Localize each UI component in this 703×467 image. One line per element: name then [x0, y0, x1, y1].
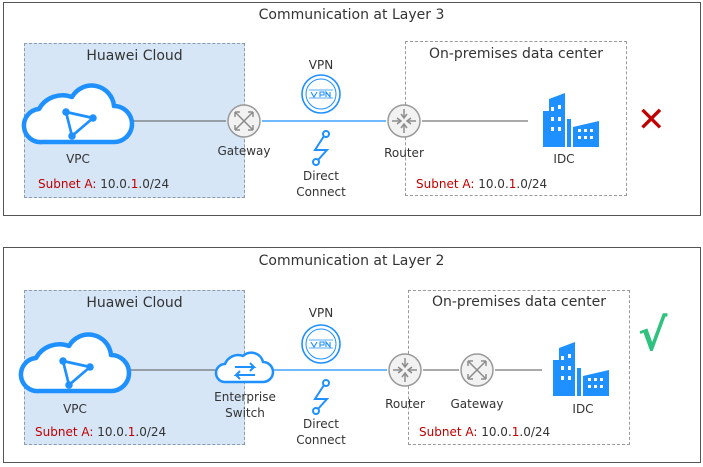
layer2-dc-label: On-premises data center	[431, 294, 607, 310]
layer2-vpc-label: VPC	[63, 402, 87, 416]
layer3-vpn-label: VPN	[308, 58, 334, 72]
layer3-connect-label: Connect	[296, 185, 346, 199]
layer2-idc-label: IDC	[572, 402, 594, 416]
layer3-dc-label: On-premises data center	[428, 46, 604, 62]
layer3-cloud-label: Huawei Cloud	[86, 48, 183, 64]
layer2-dc-zone	[408, 290, 630, 445]
layer3-subnet-right: Subnet A: 10.0.1.0/24	[416, 177, 548, 191]
layer2-switch-label: Switch	[225, 406, 265, 420]
layer3-direct-label: Direct	[303, 169, 339, 183]
layer3-gateway-label: Gateway	[217, 144, 271, 158]
layer2-subnet-right: Subnet A: 10.0.1.0/24	[419, 425, 551, 439]
layer2-connect-label: Connect	[296, 433, 346, 447]
layer2-router-label: Router	[385, 397, 425, 411]
layer2-cloud-zone	[24, 290, 245, 445]
layer2-gateway-label: Gateway	[450, 397, 504, 411]
layer2-subnet-left: Subnet A: 10.0.1.0/24	[35, 425, 167, 439]
layer2-enterprise-label: Enterprise	[214, 390, 276, 404]
layer2-direct-label: Direct	[303, 417, 339, 431]
layer2-success-mark: √	[638, 310, 668, 361]
layer3-vpc-label: VPC	[66, 152, 90, 166]
layer2-cloud-label: Huawei Cloud	[86, 295, 183, 311]
layer3-subnet-left: Subnet A: 10.0.1.0/24	[38, 177, 170, 191]
layer3-fail-mark: ✕	[637, 100, 666, 140]
layer3-title: Communication at Layer 3	[258, 7, 445, 23]
layer3-idc-label: IDC	[553, 152, 575, 166]
layer3-cloud-zone	[24, 43, 245, 198]
layer2-title: Communication at Layer 2	[258, 253, 445, 269]
layer3-router-label: Router	[384, 146, 424, 160]
layer3-dc-zone	[405, 41, 627, 196]
layer2-vpn-label: VPN	[308, 306, 334, 320]
